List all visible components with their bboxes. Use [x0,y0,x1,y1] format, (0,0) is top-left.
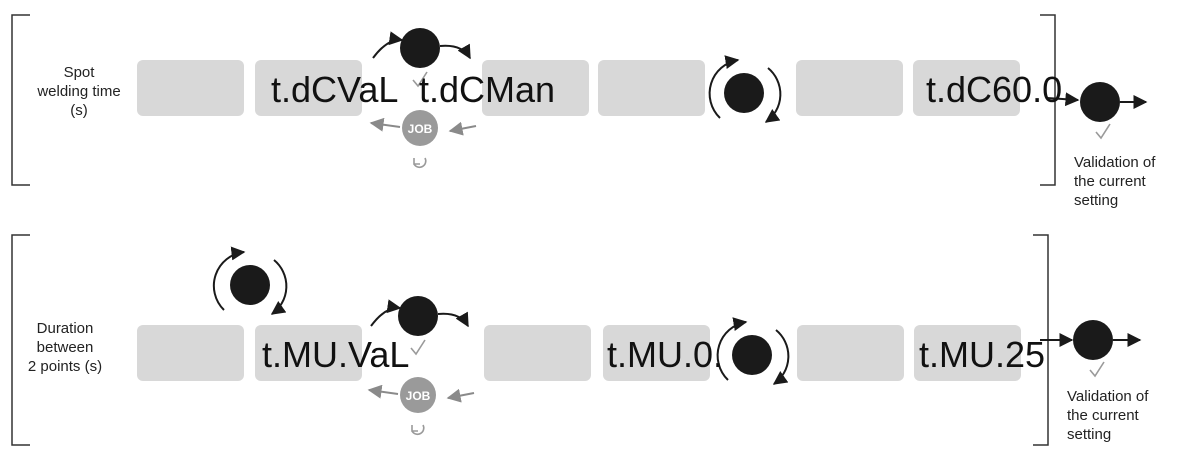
display-box [255,60,362,116]
rotate-arrows-icon [708,55,782,123]
validation-line: Validation of [1067,388,1149,405]
display-box [913,60,1020,116]
display-text-val: t.MU.VaL [262,334,410,375]
check-icon [1089,361,1105,378]
job-button-icon: JOB [369,110,477,146]
rotary-knob-icon [1040,320,1142,360]
display-box [598,60,705,116]
check-icon [410,339,426,356]
left-bracket [11,234,30,446]
row-spot-welding-time: JOB [11,14,1148,186]
row-label-spot-welding-time: Spot welding time (s) [20,63,138,120]
row-label-line: Duration [36,320,94,337]
job-button-label: JOB [408,122,433,136]
display-text-val: t.dCVaL [271,69,399,110]
display-box [137,325,244,381]
display-box [797,325,904,381]
display-text-value: t.dC60.0 [926,69,1063,110]
rotate-arrows-icon [716,317,790,385]
row-label-line: (s) [70,102,88,119]
job-button-icon: JOB [367,377,475,413]
display-box [796,60,903,116]
row-label-line: between [36,339,94,356]
display-box [914,325,1021,381]
validation-note: Validation of the current setting [1074,153,1184,210]
validation-line: setting [1074,192,1119,209]
return-icon [411,424,425,436]
job-button-label: JOB [406,389,431,403]
validation-note: Validation of the current setting [1067,387,1182,444]
rotary-knob-icon [1046,82,1148,122]
display-text-man: t.dCMan [419,69,556,110]
validation-line: the current [1074,173,1146,190]
check-icon [1095,123,1111,140]
display-box [255,325,362,381]
display-box [484,325,591,381]
display-text-zero: t.MU.0. [607,334,724,375]
row-label-duration-between-points: Duration between 2 points (s) [10,319,120,376]
return-icon [413,157,427,169]
row-label-line: welding time [37,83,121,100]
validation-line: Validation of [1074,154,1156,171]
display-text-value: t.MU.25 [919,334,1046,375]
check-icon [412,71,428,88]
row-label-line: Spot [63,64,95,81]
row-label-line: 2 points (s) [27,358,103,375]
display-box [137,60,244,116]
validation-line: the current [1067,407,1139,424]
display-box [482,60,589,116]
rotate-arrows-icon [212,246,288,315]
rotary-knob-icon [372,28,471,68]
validation-line: setting [1067,426,1112,443]
left-bracket [11,14,30,186]
rotary-knob-icon [370,296,469,336]
right-bracket [1040,14,1056,186]
row-duration-between-points: JOB [11,234,1142,446]
display-box [603,325,710,381]
